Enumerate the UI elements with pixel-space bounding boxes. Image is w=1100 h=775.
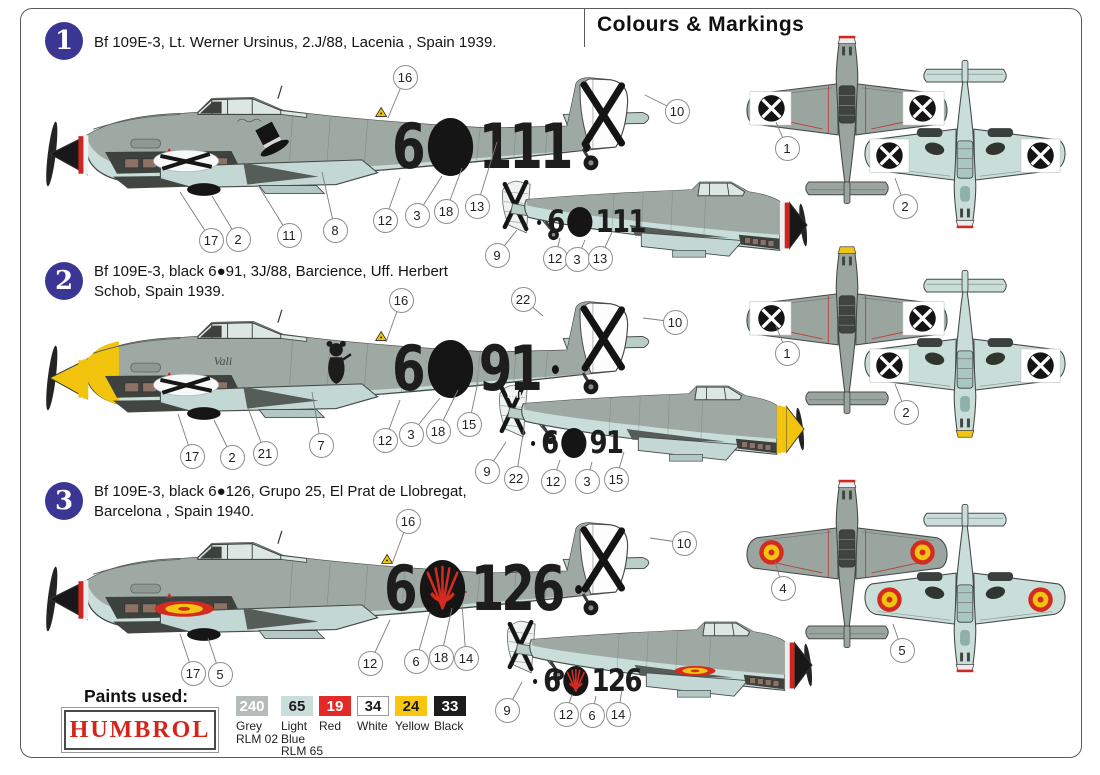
spanish-roundel-wing [154, 600, 214, 617]
scheme-3-bottom-view [862, 486, 1068, 674]
warning-triangle-icon [374, 106, 388, 117]
scheme-3-top-view [744, 478, 950, 666]
code-disc [427, 340, 474, 398]
scheme-3-description: Bf 109E-3, black 6●126, Grupo 25, El Pra… [94, 483, 467, 520]
page-border [20, 8, 1082, 758]
scheme-2-top-view [744, 244, 950, 432]
victory-tally [531, 305, 550, 314]
inscription-squiggle [237, 118, 262, 123]
wingtip-cross-markings [869, 348, 1061, 383]
code-dot [552, 364, 560, 374]
scheme-3-small-code: 6 126 [533, 666, 642, 697]
scheme-1-fuselage-code: 6 111 [392, 116, 590, 178]
falange-emblem [566, 668, 585, 692]
scheme-2-description: Bf 109E-3, black 6●91, 3J/88, Barcience,… [94, 263, 448, 300]
scheme-3-side-profile [34, 503, 666, 686]
scheme-2-fuselage-code: 6 91 [392, 338, 560, 400]
falange-emblem [426, 565, 459, 610]
falange-emblem-disc [562, 666, 589, 696]
page-title: Colours & Markings [597, 13, 805, 36]
paints-heading: Paints used: [84, 686, 189, 706]
nose-inscription: Vali [214, 354, 232, 368]
humbrol-logo: HUMBROL [61, 707, 219, 753]
wingtip-cross-markings [749, 301, 945, 336]
wingtip-roundels [877, 587, 1053, 612]
scheme-2-bottom-view [862, 252, 1068, 440]
spanish-roundel-wing [674, 665, 716, 676]
code-dot [582, 142, 590, 152]
top-hat-emblem [255, 121, 289, 157]
warning-triangle-icon [380, 553, 394, 564]
wingtip-cross-markings [869, 138, 1061, 173]
scheme-1-small-code: 6 111 [537, 207, 646, 238]
warning-triangle-icon [374, 330, 388, 341]
scheme-1-side-profile [34, 58, 666, 241]
falange-emblem-disc [419, 560, 466, 618]
scheme-3-fuselage-code: 6 126 [384, 558, 582, 620]
code-dot [574, 584, 582, 594]
scheme-2-small-profile [494, 380, 806, 478]
code-disc [566, 207, 593, 237]
scheme-2-small-code: 6 91 [531, 428, 624, 459]
scheme-1-bottom-view [862, 42, 1068, 230]
victory-tally [507, 391, 521, 398]
scheme-2-badge: 2 [45, 262, 83, 300]
code-disc [427, 118, 474, 176]
wing-cross-marking [153, 149, 220, 173]
wingtip-cross-markings [749, 91, 945, 126]
wing-cross-marking [153, 373, 220, 397]
code-disc [560, 428, 587, 458]
scheme-1-badge: 1 [45, 22, 83, 60]
title-divider [584, 9, 586, 47]
scheme-2-side-profile: Vali [34, 282, 666, 465]
wingtip-roundels [759, 540, 935, 565]
scheme-3-small-profile [502, 616, 814, 714]
scheme-1-description: Bf 109E-3, Lt. Werner Ursinus, 2.J/88, L… [94, 34, 497, 51]
cartoon-emblem [326, 340, 352, 384]
scheme-3-badge: 3 [45, 482, 83, 520]
scheme-1-top-view [744, 34, 950, 222]
